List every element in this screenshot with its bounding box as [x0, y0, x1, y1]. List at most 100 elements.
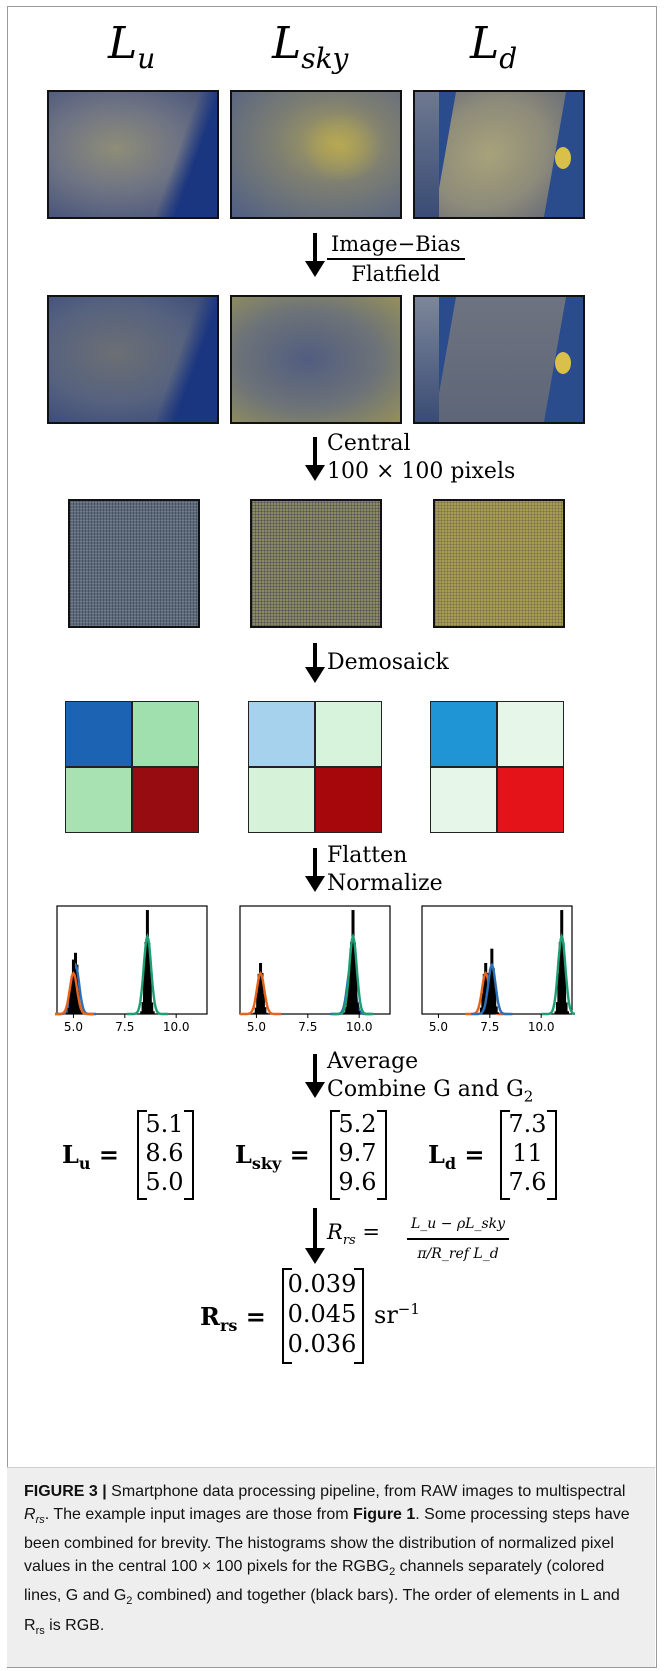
demosaic-Ld	[430, 701, 564, 833]
raw-image-Lsky	[230, 90, 402, 219]
crop-Ld	[433, 499, 565, 628]
step-flatten-normalize: Flatten Normalize	[327, 843, 443, 896]
caption-background	[7, 1467, 655, 1667]
histogram-tick-label: 10.0	[346, 1020, 373, 1034]
raw-image-Ld	[413, 90, 585, 219]
arrow-bias	[305, 233, 325, 277]
histogram-tick-label: 5.0	[429, 1020, 448, 1034]
header-Lsky: Lsky	[272, 18, 349, 75]
step-demosaick: Demosaick	[327, 650, 449, 675]
histogram-bar	[151, 1011, 155, 1014]
vector-Ld-g: 11	[512, 1139, 543, 1167]
histogram-tick-label: 5.0	[64, 1020, 83, 1034]
bracket-right	[184, 1110, 194, 1200]
bracket-right	[354, 1268, 364, 1364]
histogram-tick-label: 10.0	[528, 1020, 555, 1034]
raw-image-Lu	[47, 90, 219, 219]
demosaic-Lu-G2	[65, 767, 132, 833]
vector-Lsky-g: 9.7	[338, 1139, 377, 1167]
vector-Rrs-r: 0.039	[287, 1270, 357, 1298]
histogram-line-green	[332, 932, 374, 1016]
histogram-bar	[79, 1012, 83, 1014]
demosaic-Lsky	[248, 701, 382, 833]
bracket-right	[377, 1110, 387, 1200]
bracket-left	[500, 1110, 510, 1200]
demosaic-Lu	[65, 701, 199, 833]
vector-Lu-g: 8.6	[145, 1139, 184, 1167]
step-central: Central 100 × 100 pixels	[327, 431, 516, 484]
step-average-combine: Average Combine G and G2	[327, 1049, 534, 1106]
demosaic-Lsky-B	[315, 767, 382, 833]
corrected-image-Ld	[413, 295, 585, 424]
histogram-bar	[260, 972, 264, 1014]
histogram-bar	[357, 1011, 361, 1014]
histogram-bar	[77, 1012, 81, 1014]
vector-Lu-b: 5.0	[145, 1168, 184, 1196]
demosaic-Lu-B	[132, 767, 199, 833]
step-bias-flatfield: Image−Bias Flatfield	[327, 230, 465, 288]
vector-Ld: Ld = 7.3 11 7.6	[428, 1110, 568, 1200]
histogram-bar	[494, 1006, 498, 1014]
header-Ld: Ld	[470, 18, 518, 75]
histogram-bar	[563, 971, 567, 1014]
crop-Lsky	[250, 499, 382, 628]
histogram-bar	[496, 1012, 500, 1014]
histogram-line-green	[126, 932, 168, 1016]
bracket-left	[137, 1110, 147, 1200]
crop-Lu	[68, 499, 200, 628]
demosaic-Lsky-R	[248, 701, 315, 767]
bracket-left	[330, 1110, 340, 1200]
histogram-bar	[564, 1002, 568, 1014]
demosaic-Ld-R	[430, 701, 497, 767]
arrow-average	[305, 1054, 325, 1098]
histogram-line-red	[55, 971, 94, 1016]
vector-Rrs-unit: sr−1	[374, 1300, 420, 1329]
figure-frame	[7, 6, 657, 1668]
demosaic-Ld-G	[497, 701, 564, 767]
vector-Lu-label: Lu =	[62, 1140, 119, 1173]
vector-Ld-b: 7.6	[508, 1168, 547, 1196]
histogram-tick-label: 7.5	[115, 1020, 134, 1034]
histogram-bar	[264, 1012, 268, 1014]
corrected-image-Lsky	[230, 295, 402, 424]
histogram-bar	[354, 971, 358, 1014]
histogram-line-green	[541, 932, 575, 1016]
vector-Rrs-label: Rrs =	[200, 1302, 266, 1335]
vector-Lu: Lu = 5.1 8.6 5.0	[62, 1110, 202, 1200]
bracket-left	[282, 1268, 292, 1364]
demosaic-Lsky-G	[315, 701, 382, 767]
vector-Lu-r: 5.1	[145, 1110, 184, 1138]
vector-Ld-label: Ld =	[428, 1140, 485, 1173]
demosaic-Ld-B	[497, 767, 564, 833]
histogram-line-red	[240, 971, 282, 1016]
histogram-bar	[78, 1005, 82, 1014]
histogram-tick-label: 7.5	[480, 1020, 499, 1034]
vector-Lsky-label: Lsky =	[235, 1140, 310, 1173]
vector-Rrs-b: 0.036	[287, 1330, 357, 1358]
histogram-bar	[493, 988, 497, 1014]
figure-caption: FIGURE 3 | Smartphone data processing pi…	[24, 1483, 630, 1637]
arrow-flatten	[305, 848, 325, 892]
vector-Lsky-r: 5.2	[338, 1110, 377, 1138]
histogram-bar	[261, 993, 265, 1014]
demosaic-Lsky-G2	[248, 767, 315, 833]
header-Lu: Lu	[108, 18, 156, 75]
histogram-bar	[565, 1011, 569, 1014]
vector-Ld-r: 7.3	[508, 1110, 547, 1138]
histogram-Ld: 5.0 7.5 10.0	[421, 905, 575, 1034]
arrow-rrs	[305, 1208, 325, 1264]
histogram-tick-label: 5.0	[247, 1020, 266, 1034]
demosaic-Lu-G	[132, 701, 199, 767]
histogram-line-blue	[471, 962, 513, 1016]
vector-Rrs: Rrs = 0.039 0.045 0.036 sr−1	[200, 1268, 440, 1368]
vector-Lsky: Lsky = 5.2 9.7 9.6	[235, 1110, 395, 1200]
histogram-bar	[355, 1002, 359, 1014]
histogram-bar	[74, 992, 78, 1014]
vector-Rrs-g: 0.045	[287, 1300, 357, 1328]
arrow-central	[305, 437, 325, 481]
histogram-bar	[148, 971, 152, 1014]
demosaic-Lu-R	[65, 701, 132, 767]
histogram-bar	[263, 1007, 267, 1014]
